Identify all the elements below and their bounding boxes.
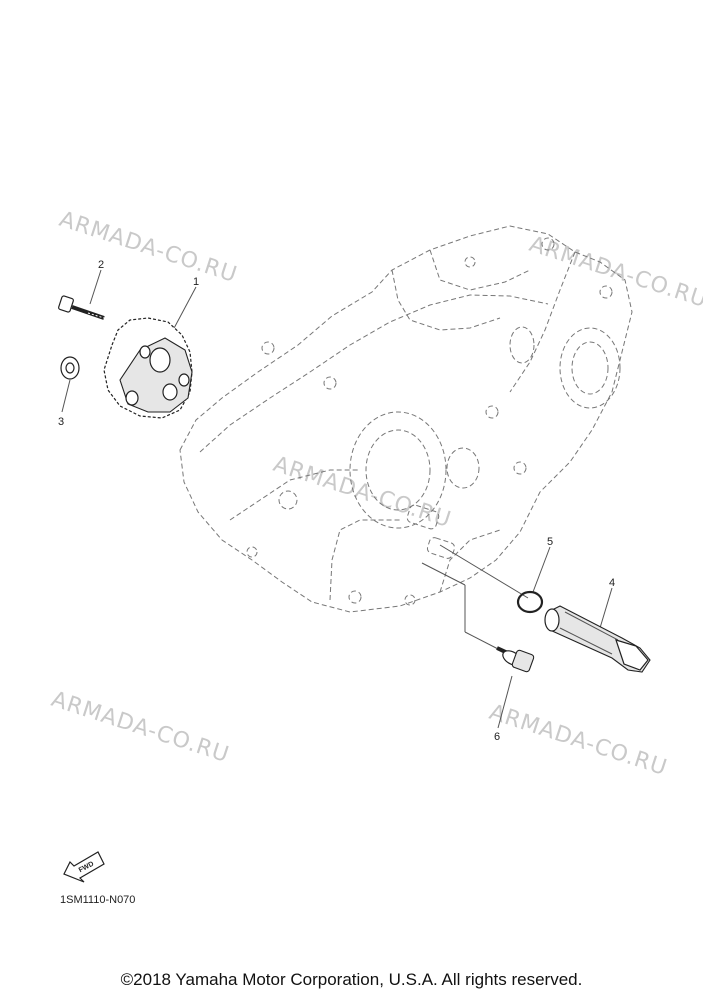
callout-6: 6 (494, 731, 500, 743)
bolt-part-2 (58, 295, 105, 320)
oil-strainer-part-4 (544, 605, 651, 673)
callout-2: 2 (98, 259, 104, 271)
flange-bolt-part-6 (496, 646, 535, 673)
fwd-arrow-icon: FWD (63, 851, 105, 883)
callouts: 2 1 3 5 4 6 (58, 259, 615, 743)
leader-lines (61, 269, 613, 729)
copyright-notice: ©2018 Yamaha Motor Corporation, U.S.A. A… (120, 970, 583, 989)
watermark-1: ARMADA-CO.RU (56, 207, 240, 288)
callout-4: 4 (609, 577, 615, 589)
watermark-5: ARMADA-CO.RU (486, 700, 670, 781)
oil-pump-part-1 (103, 317, 193, 419)
collar-part-3 (60, 356, 80, 380)
callout-1: 1 (193, 276, 199, 288)
callout-3: 3 (58, 416, 64, 428)
callout-5: 5 (547, 536, 553, 548)
watermark-4: ARMADA-CO.RU (48, 687, 232, 768)
watermark-3: ARMADA-CO.RU (270, 452, 454, 533)
watermarks: ARMADA-CO.RU ARMADA-CO.RU ARMADA-CO.RU A… (48, 207, 703, 781)
crankcase (179, 225, 633, 613)
figure-code: 1SM1110-N070 (60, 894, 136, 906)
o-ring-part-5 (516, 590, 544, 614)
